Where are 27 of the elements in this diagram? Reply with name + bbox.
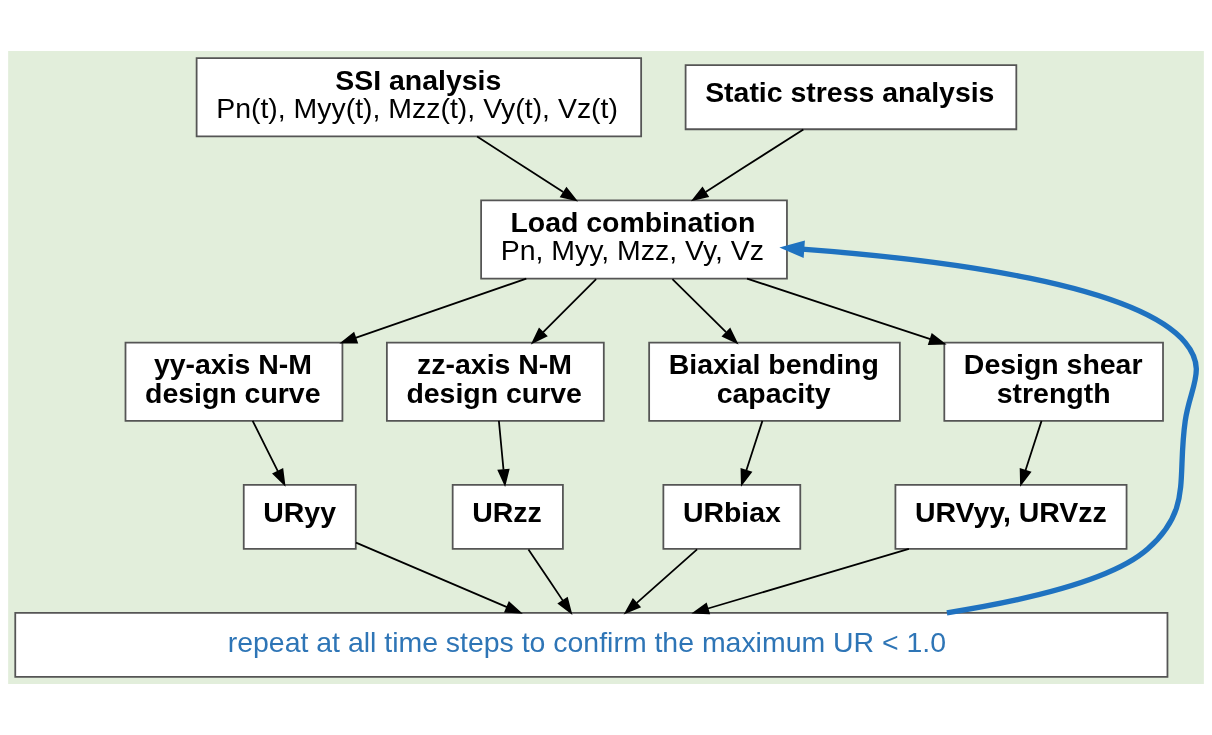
arrow bbox=[527, 548, 573, 615]
arrow bbox=[476, 135, 579, 202]
node-box: SSI analysis Pn(t), Myy(t), Mzz(t), Vy(t), Vz(t) bbox=[195, 57, 643, 138]
node-box: zz-axis N-M design curve bbox=[386, 341, 605, 422]
node-box: URzz bbox=[451, 483, 564, 550]
arrow bbox=[623, 548, 698, 615]
arrow bbox=[740, 419, 764, 487]
node-box: URVyy, URVzz bbox=[894, 483, 1128, 550]
node-box: URyy bbox=[242, 483, 357, 550]
arrow bbox=[355, 541, 523, 614]
arrow bbox=[779, 240, 1199, 616]
arrow bbox=[251, 419, 286, 487]
arrow bbox=[1019, 419, 1043, 487]
arrow bbox=[339, 277, 528, 344]
node-box: Biaxial bending capacity bbox=[648, 341, 901, 422]
arrow bbox=[746, 277, 947, 345]
node-box: Load combination Pn, Myy, Mzz, Vy, Vz bbox=[480, 199, 788, 280]
arrow bbox=[530, 278, 598, 345]
node-box: repeat at all time steps to confirm the maximum UR < 1.0 bbox=[14, 612, 1169, 678]
arrow bbox=[497, 419, 510, 487]
node-box: Static stress analysis bbox=[684, 64, 1018, 131]
arrow bbox=[691, 548, 910, 615]
arrow bbox=[671, 278, 739, 345]
node-box: yy-axis N-M design curve bbox=[124, 341, 344, 422]
arrow bbox=[690, 128, 805, 202]
node-box: URbiax bbox=[662, 483, 802, 550]
node-box: Design shear strength bbox=[943, 341, 1164, 422]
